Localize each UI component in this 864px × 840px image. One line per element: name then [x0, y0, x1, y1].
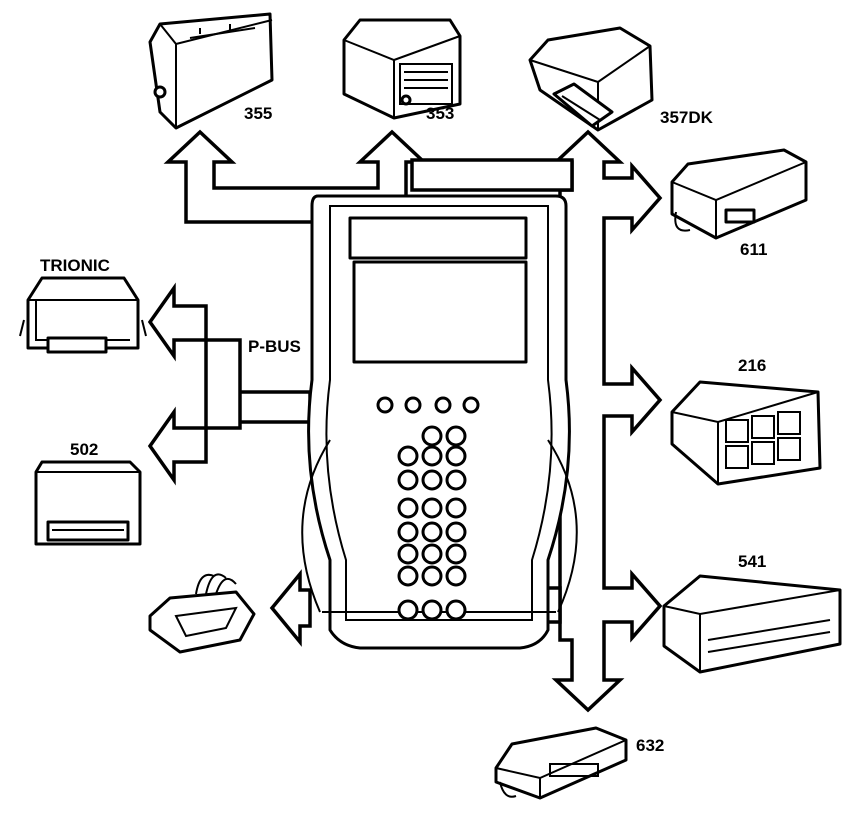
bus-label: P-BUS — [248, 337, 301, 357]
display-bezel — [348, 216, 528, 260]
scan-tool — [301, 194, 578, 650]
label-355: 355 — [244, 104, 273, 123]
arrow-to-connector — [269, 569, 312, 647]
module-357dk — [528, 26, 654, 132]
module-353 — [342, 18, 462, 120]
module-541 — [662, 574, 842, 674]
label-502: 502 — [70, 440, 99, 459]
label-611: 611 — [740, 240, 768, 259]
top-connector — [410, 158, 574, 192]
label-216: 216 — [738, 356, 767, 375]
function-key — [376, 396, 394, 414]
label-632: 632 — [636, 736, 665, 755]
keypad — [397, 425, 467, 621]
module-632 — [494, 726, 628, 800]
label-trionic: TRIONIC — [40, 256, 110, 275]
function-key — [434, 396, 452, 414]
function-key — [462, 396, 480, 414]
label-357dk: 357DK — [660, 108, 713, 127]
module-611 — [670, 148, 808, 240]
module-trionic — [19, 276, 147, 354]
arrow-to-trionic — [147, 282, 312, 486]
function-key — [404, 396, 422, 414]
display-screen — [352, 260, 528, 364]
obd-connector — [148, 573, 256, 654]
module-216 — [670, 380, 822, 486]
module-355 — [148, 12, 274, 130]
right-bus-arrow — [551, 129, 663, 713]
module-502 — [34, 460, 142, 546]
label-541: 541 — [738, 552, 767, 571]
label-353: 353 — [426, 104, 455, 123]
